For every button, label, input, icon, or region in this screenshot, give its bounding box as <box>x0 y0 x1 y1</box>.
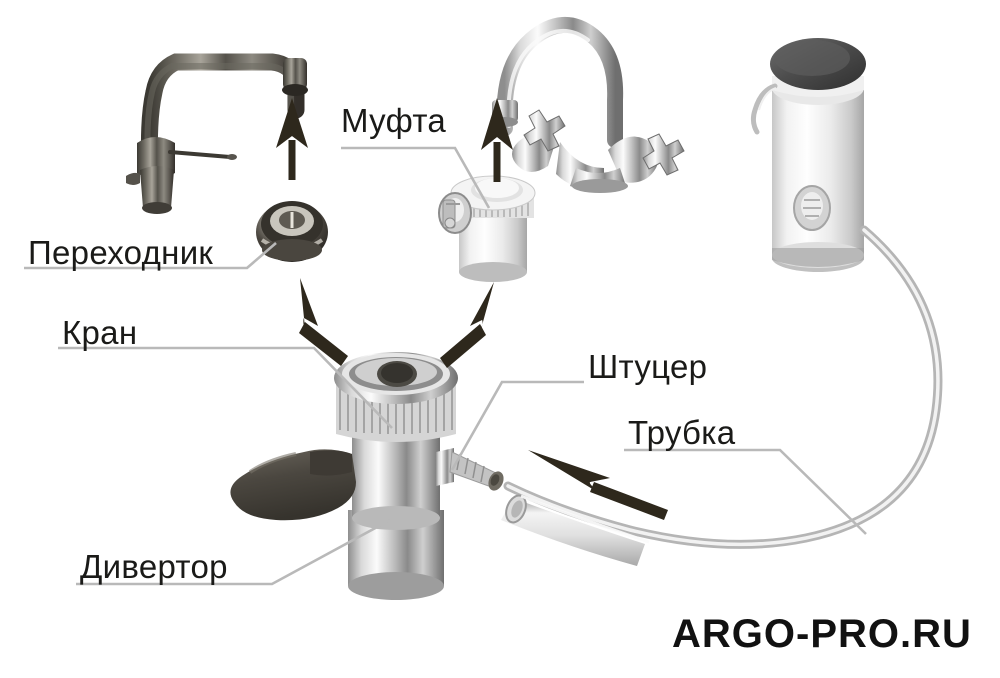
faucet-classic-art <box>492 16 685 193</box>
arrow-up-right-art <box>481 98 513 182</box>
leader-shtucer <box>450 380 584 471</box>
label-divertor: Дивертор <box>80 548 228 585</box>
arrows <box>276 98 668 520</box>
diverter-body-art <box>230 352 504 600</box>
leader-perehodnik <box>24 242 277 270</box>
faucet-modern-art <box>126 53 308 214</box>
site-watermark: ARGO-PRO.RU <box>672 612 972 656</box>
label-shtucer: Штуцер <box>588 348 708 385</box>
arrow-up-left-art <box>276 98 308 180</box>
diverter-handle-art <box>230 449 356 521</box>
label-kran: Кран <box>62 314 138 351</box>
label-mufta: Муфта <box>341 102 447 139</box>
label-trubka: Трубка <box>628 414 736 451</box>
leader-trubka <box>624 448 867 535</box>
arrow-diag-left-art <box>299 278 348 366</box>
filter-housing-art <box>750 38 866 272</box>
hose-clamp-art <box>438 192 472 234</box>
tube-end-art <box>501 494 650 566</box>
leader-kran <box>58 346 393 429</box>
adapter-ring-art <box>256 201 328 262</box>
hose-tube-art <box>503 225 943 549</box>
arrow-diag-right-art <box>440 282 494 368</box>
coupling-art <box>438 175 536 282</box>
label-perehodnik: Переходник <box>28 234 214 271</box>
leader-mufta <box>341 146 491 209</box>
leader-lines <box>24 146 867 586</box>
leader-divertor <box>76 518 391 586</box>
barb-fitting-art <box>436 448 504 491</box>
arrow-tube-art <box>528 450 668 520</box>
